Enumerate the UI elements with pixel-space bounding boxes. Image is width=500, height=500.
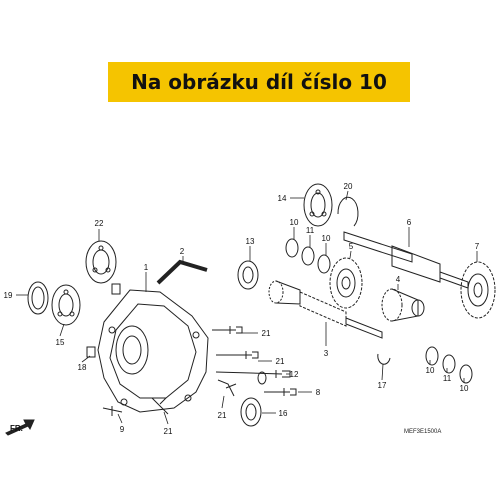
bearing-22 [85, 240, 117, 284]
callout-8: 8 [316, 388, 321, 397]
washer-10-far-right [459, 364, 473, 384]
callout-11-a: 11 [306, 226, 315, 235]
direction-label: FR. [10, 424, 23, 433]
callout-12: 12 [290, 370, 299, 379]
callout-1: 1 [144, 263, 149, 272]
washer-11-right [442, 354, 456, 374]
circlip-20 [337, 196, 359, 227]
callout-10-c: 10 [426, 366, 435, 375]
callout-10-a: 10 [290, 218, 299, 227]
callout-20: 20 [344, 182, 353, 191]
callout-13: 13 [246, 237, 255, 246]
callout-21-d: 21 [164, 427, 173, 436]
flange-bolts [102, 326, 297, 416]
gear-7 [460, 261, 496, 319]
callout-21-c: 21 [218, 411, 227, 420]
banner-text: Na obrázku díl číslo 10 [131, 70, 387, 94]
washer-12 [257, 371, 267, 385]
callout-6: 6 [407, 218, 412, 227]
callout-19: 19 [4, 291, 13, 300]
callout-21-a: 21 [262, 329, 271, 338]
callout-21-b: 21 [276, 357, 285, 366]
callout-5: 5 [349, 242, 354, 251]
part-number-banner: Na obrázku díl číslo 10 [108, 62, 410, 102]
callout-7: 7 [475, 242, 480, 251]
callout-4: 4 [396, 275, 401, 284]
washer-10-right [425, 346, 439, 366]
callout-22: 22 [95, 219, 104, 228]
callout-16: 16 [279, 409, 288, 418]
bearing-13 [237, 260, 259, 290]
washer-11-left [301, 246, 315, 266]
washer-10-left [285, 238, 299, 258]
callout-2: 2 [180, 247, 185, 256]
gear-5 [329, 257, 363, 309]
breather-tube-2 [156, 259, 208, 285]
oil-seal-16 [240, 397, 262, 427]
callout-3: 3 [324, 349, 329, 358]
callout-10-d: 10 [460, 384, 469, 393]
circlip-17 [377, 353, 391, 365]
bearing-14 [303, 183, 333, 227]
dowel-pin-top [111, 283, 121, 295]
leader-lines [16, 190, 478, 425]
callout-numbers: 22 2 1 19 15 18 13 14 20 10 11 10 6 5 7 … [4, 182, 480, 436]
callout-15: 15 [56, 338, 65, 347]
bearing-15 [51, 284, 81, 326]
front-direction-arrow-icon [5, 419, 35, 436]
washer-10-mid [317, 254, 331, 274]
oil-seal-19 [27, 281, 49, 315]
dowel-pin-18 [86, 346, 96, 358]
callout-17: 17 [378, 381, 387, 390]
callout-9: 9 [120, 425, 125, 434]
callout-10-b: 10 [322, 234, 331, 243]
diagram-code: MEF3E1500A [404, 429, 441, 435]
shaft-3 [268, 280, 383, 339]
shaft-6 [343, 231, 469, 289]
callout-18: 18 [78, 363, 87, 372]
callout-11-b: 11 [443, 374, 452, 383]
callout-14: 14 [278, 194, 287, 203]
transmission-case-cover-1 [97, 289, 209, 413]
gear-4 [381, 288, 425, 322]
